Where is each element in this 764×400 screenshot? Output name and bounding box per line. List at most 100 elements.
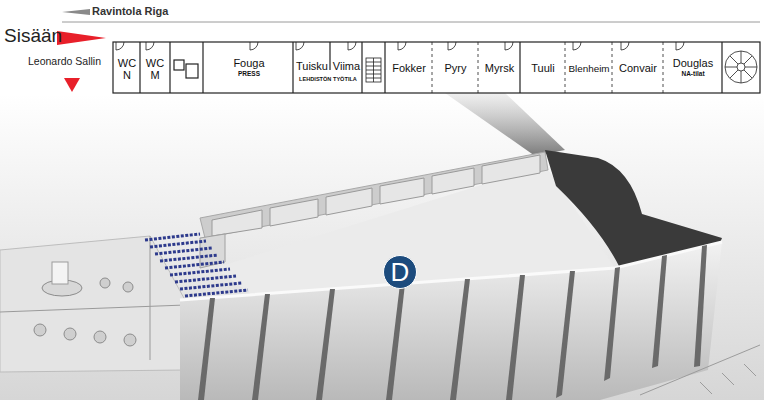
seat-row	[175, 276, 236, 282]
cubicle	[270, 199, 318, 226]
step	[744, 56, 752, 64]
seat-row	[165, 262, 224, 268]
room-name: Myrsk	[485, 63, 514, 75]
parking-line	[700, 382, 712, 394]
facade	[180, 242, 722, 400]
fin	[506, 275, 525, 400]
wall	[384, 42, 385, 93]
step	[373, 58, 374, 82]
spiral	[725, 51, 757, 83]
chair	[100, 278, 110, 288]
table	[124, 334, 136, 346]
stairs	[366, 58, 381, 82]
table	[34, 324, 46, 336]
area-label: LEHDISTÖN TYÖTILA	[298, 76, 358, 82]
step	[745, 67, 757, 68]
cubicle	[326, 188, 372, 215]
door	[505, 42, 513, 50]
facade-edge	[180, 242, 722, 300]
door	[398, 42, 406, 50]
wall	[361, 42, 362, 93]
partition-line	[663, 42, 664, 93]
room-name: WC N	[117, 58, 137, 81]
fin	[198, 298, 215, 400]
cubicle-row	[200, 152, 548, 238]
cubicle	[212, 210, 262, 236]
doors	[116, 42, 684, 50]
door	[448, 42, 456, 50]
door	[573, 42, 581, 50]
spiral-stair	[725, 51, 757, 83]
meeting-room: Blenheim	[566, 48, 612, 90]
fin	[386, 284, 405, 400]
cubicle	[432, 168, 474, 194]
fin	[694, 245, 707, 367]
room-name: Convair	[619, 63, 657, 75]
room-name: Fokker	[392, 63, 426, 75]
parking-line	[722, 373, 734, 385]
fin	[450, 279, 470, 400]
door	[348, 42, 356, 50]
door	[621, 42, 629, 50]
partition-line	[478, 42, 479, 93]
door	[676, 42, 684, 50]
chair	[123, 282, 133, 292]
seat-row	[155, 248, 212, 254]
direction-arrow	[64, 78, 80, 92]
door	[146, 42, 154, 50]
wall	[292, 42, 293, 93]
seating	[145, 234, 248, 296]
room-name: Pyry	[445, 63, 467, 75]
wc-room: WC N	[114, 50, 140, 90]
meeting-room: Myrsk	[479, 48, 520, 90]
wall	[202, 42, 203, 93]
door	[116, 42, 124, 50]
room-note: PRESS	[238, 71, 260, 78]
table	[64, 328, 76, 340]
room-name: Douglas	[673, 58, 713, 70]
seat-row	[150, 241, 206, 247]
step	[741, 51, 742, 63]
room-name: Tuisku	[296, 61, 328, 73]
fin	[556, 271, 575, 398]
cubicles	[212, 155, 540, 236]
door	[296, 42, 304, 50]
parking-line	[640, 345, 760, 395]
wc-room: WC M	[141, 50, 169, 90]
corridor-ramp	[445, 93, 565, 156]
plan-outline	[113, 42, 760, 93]
lounge-floor	[0, 236, 185, 372]
seat-row	[170, 269, 230, 275]
door	[250, 42, 258, 50]
seat-row	[180, 283, 242, 289]
meeting-room: Fokker	[386, 48, 432, 90]
meeting-room: Tuuli	[521, 48, 565, 90]
meeting-room: FougaPRESS	[206, 47, 292, 89]
room-name: Fouga	[233, 58, 264, 70]
parking-line	[744, 364, 756, 376]
wall	[329, 42, 330, 70]
room-name: WC M	[145, 58, 165, 81]
meeting-room: DouglasNA-tilat	[664, 47, 722, 89]
room-name: D	[391, 259, 410, 285]
seat-row	[145, 234, 200, 240]
meeting-room: Pyry	[433, 48, 478, 90]
entrance-label: Sisään	[4, 26, 62, 47]
lounge-area	[0, 236, 185, 372]
wall	[139, 42, 140, 93]
partitions	[432, 42, 663, 93]
glass-wall	[150, 236, 151, 360]
hall-marker: D	[383, 255, 417, 289]
fin	[604, 267, 620, 381]
floor-plan	[113, 42, 760, 93]
fin	[652, 255, 667, 368]
entrance-arrow	[57, 31, 106, 45]
partition-line	[432, 42, 433, 93]
step	[730, 70, 738, 78]
step	[730, 56, 738, 64]
step	[725, 67, 737, 68]
partition-line	[612, 42, 613, 93]
table	[94, 331, 106, 343]
plan-detail	[186, 64, 198, 78]
room-name: Tuuli	[531, 63, 554, 75]
